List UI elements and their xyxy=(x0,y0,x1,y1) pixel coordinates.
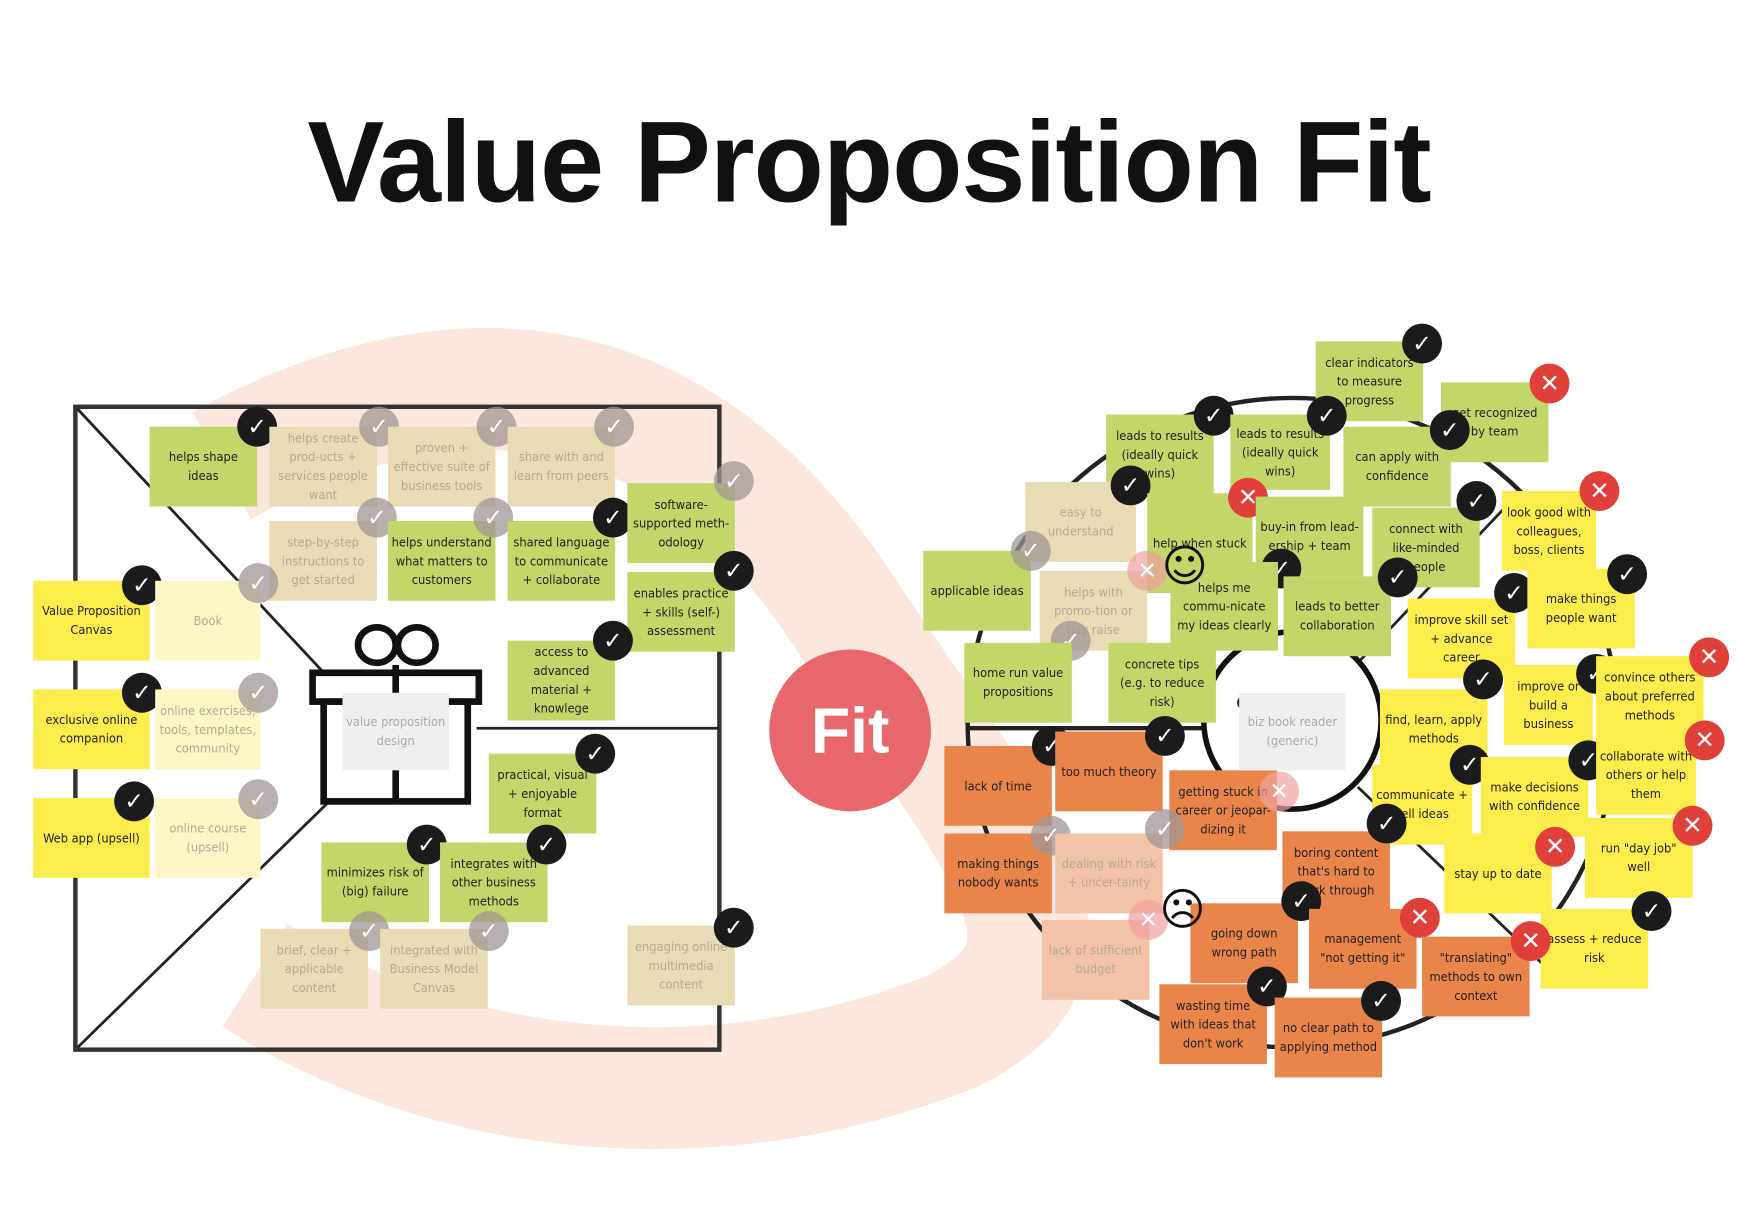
cross-icon: ✕ xyxy=(1510,921,1551,961)
gain-sticky-note[interactable]: shared language to communicate + collabo… xyxy=(507,520,616,601)
job-sticky-note[interactable]: Value Proposition Canvas xyxy=(33,580,150,661)
gain-sticky-note[interactable]: get recognized by team xyxy=(1440,382,1549,463)
job-sticky-note[interactable]: stay up to date xyxy=(1444,833,1552,914)
checkmark-icon: ✓ xyxy=(1193,395,1234,436)
gain-sticky-note[interactable]: proven + effective suite of business too… xyxy=(387,426,496,507)
pain-sticky-note[interactable]: dealing with risk + uncer-tainty xyxy=(1055,833,1163,914)
checkmark-icon: ✓ xyxy=(1631,891,1672,932)
grey-sticky-note[interactable]: biz book reader (generic) xyxy=(1239,692,1346,771)
gain-sticky-note[interactable]: software-supported meth-odology xyxy=(627,483,735,564)
gain-sticky-note[interactable]: leads to results (ideally quick wins) xyxy=(1106,414,1214,495)
checkmark-icon: ✓ xyxy=(713,550,754,591)
checkmark-icon: ✓ xyxy=(1607,554,1648,595)
gain-sticky-note[interactable]: access to advanced material + knowlege xyxy=(507,640,616,721)
checkmark-icon: ✓ xyxy=(713,461,754,501)
gain-sticky-note[interactable]: helps with promo-tion or pay raise xyxy=(1039,570,1148,651)
job-sticky-note[interactable]: look good with colleagues, boss, clients xyxy=(1501,491,1597,571)
checkmark-icon: ✓ xyxy=(1456,481,1497,521)
checkmark-icon: ✓ xyxy=(1010,530,1051,571)
gain-sticky-note[interactable]: helps understand what matters to custome… xyxy=(387,520,496,601)
pain-sticky-note[interactable]: lack of time xyxy=(944,745,1052,826)
checkmark-icon: ✓ xyxy=(238,672,279,713)
gift-icon xyxy=(309,624,483,805)
checkmark-icon: ✓ xyxy=(594,406,635,447)
gain-sticky-note[interactable]: step-by-step instructions to get started xyxy=(269,520,377,601)
gain-sticky-note[interactable]: brief, clear + applicable content xyxy=(260,928,368,1009)
pain-sticky-note[interactable]: "translating" methods to own context xyxy=(1422,936,1530,1017)
gain-sticky-note[interactable]: enables practice + skills (self-) assess… xyxy=(627,571,735,652)
pain-sticky-note[interactable]: wasting time with ideas that don't work xyxy=(1159,984,1267,1065)
checkmark-icon: ✓ xyxy=(1463,659,1503,700)
checkmark-icon: ✓ xyxy=(1144,809,1185,850)
checkmark-icon: ✓ xyxy=(1429,410,1470,451)
cross-icon: ✕ xyxy=(1127,550,1168,591)
pain-sticky-note[interactable]: no clear path to applying method xyxy=(1274,997,1383,1078)
smiley-icon: ☺ xyxy=(1161,540,1208,592)
cross-icon: ✕ xyxy=(1689,637,1730,678)
checkmark-icon: ✓ xyxy=(526,824,567,865)
gain-sticky-note[interactable]: home run value propositions xyxy=(964,642,1072,723)
cross-icon: ✕ xyxy=(1672,805,1713,846)
cross-icon: ✕ xyxy=(1579,471,1620,511)
checkmark-icon: ✓ xyxy=(1402,323,1443,364)
gain-sticky-note[interactable]: leads to results (ideally quick wins) xyxy=(1230,414,1331,490)
cross-icon: ✕ xyxy=(1684,720,1725,761)
cross-icon: ✕ xyxy=(1399,897,1440,938)
gain-sticky-note[interactable]: connect with like-minded people xyxy=(1372,507,1480,588)
checkmark-icon: ✓ xyxy=(238,563,279,603)
fit-badge: Fit xyxy=(769,649,932,812)
gain-sticky-note[interactable]: helps create prod-ucts + services people… xyxy=(269,426,377,507)
gain-sticky-note[interactable]: leads to better collaboration xyxy=(1283,576,1392,657)
checkmark-icon: ✓ xyxy=(592,497,633,538)
checkmark-icon: ✓ xyxy=(1281,881,1322,922)
gain-sticky-note[interactable]: helps shape ideas xyxy=(149,426,258,507)
checkmark-icon: ✓ xyxy=(575,733,616,774)
pain-sticky-note[interactable]: management "not getting it" xyxy=(1309,908,1417,989)
job-sticky-note[interactable]: assess + reduce risk xyxy=(1540,908,1649,989)
checkmark-icon: ✓ xyxy=(114,781,155,822)
checkmark-icon: ✓ xyxy=(592,620,633,661)
job-sticky-note[interactable]: convince others about preferred methods xyxy=(1596,656,1704,736)
gain-sticky-note[interactable]: integrated with Business Model Canvas xyxy=(380,928,488,1009)
gain-sticky-note[interactable]: concrete tips (e.g. to reduce risk) xyxy=(1108,642,1216,723)
checkmark-icon: ✓ xyxy=(238,779,279,820)
checkmark-icon: ✓ xyxy=(406,824,447,865)
cross-icon: ✕ xyxy=(1535,826,1576,867)
gain-sticky-note[interactable]: practical, visual + enjoyable format xyxy=(488,753,597,834)
pain-sticky-note[interactable]: lack of sufficient budget xyxy=(1041,919,1150,1000)
pain-sticky-note[interactable]: getting stuck in career or jeopar-dizing… xyxy=(1169,770,1277,851)
pain-sticky-note[interactable]: too much theory xyxy=(1055,731,1163,812)
checkmark-icon: ✓ xyxy=(1361,980,1402,1021)
checkmark-icon: ✓ xyxy=(1144,716,1185,756)
frown-icon: ☹ xyxy=(1159,884,1206,936)
checkmark-icon: ✓ xyxy=(359,406,400,447)
grey-sticky-note[interactable]: value proposition design xyxy=(342,692,449,771)
checkmark-icon: ✓ xyxy=(1110,465,1151,506)
cross-icon: ✕ xyxy=(1128,900,1169,940)
gain-sticky-note[interactable]: share with and learn from peers xyxy=(507,426,616,507)
pain-sticky-note[interactable]: going down wrong path xyxy=(1190,903,1298,984)
job-sticky-note[interactable]: improve skill set + advance career xyxy=(1407,598,1516,679)
gain-sticky-note[interactable]: helps me commu-nicate my ideas clearly xyxy=(1170,561,1278,651)
checkmark-icon: ✓ xyxy=(713,907,754,948)
job-sticky-note[interactable]: collaborate with others or help them xyxy=(1596,734,1696,815)
gain-sticky-note[interactable]: applicable ideas xyxy=(923,550,1031,631)
checkmark-icon: ✓ xyxy=(1377,557,1418,598)
checkmark-icon: ✓ xyxy=(473,497,514,538)
checkmark-icon: ✓ xyxy=(1366,803,1407,844)
cross-icon: ✕ xyxy=(1259,771,1300,812)
checkmark-icon: ✓ xyxy=(468,911,509,952)
page-title: Value Proposition Fit xyxy=(307,98,1431,228)
pain-sticky-note[interactable]: making things nobody wants xyxy=(944,833,1052,914)
checkmark-icon: ✓ xyxy=(1306,395,1347,436)
cross-icon: ✕ xyxy=(1529,363,1570,404)
